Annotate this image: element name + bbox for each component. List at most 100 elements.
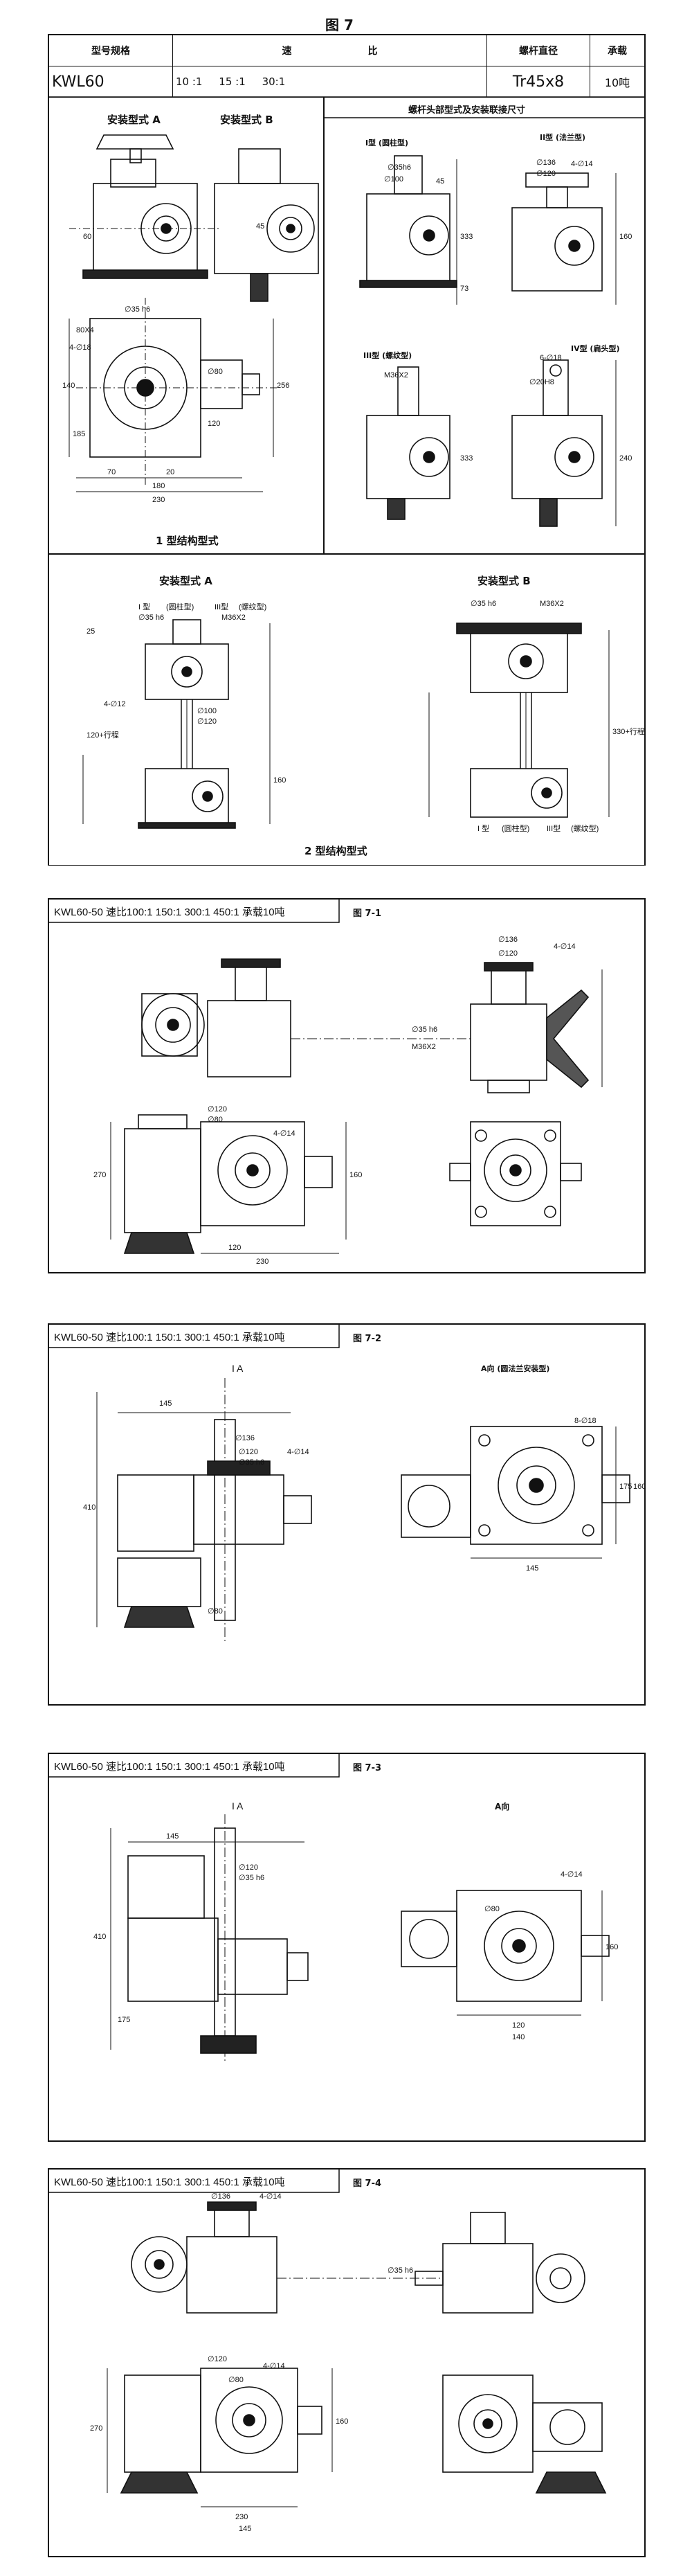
p1-dim-18: 140	[62, 382, 75, 390]
panel1-drawing: ∅35h6 ∅100 4-∅14 ∅136 ∅120 ∅35 h6 4-∅18 …	[62, 134, 632, 527]
p1-dim-8: M36X2	[384, 371, 408, 379]
p2-dim-18: (螺纹型)	[571, 823, 599, 833]
p5-dim-3: 145	[166, 1832, 179, 1841]
p1-a-neck	[110, 159, 156, 188]
p4-dim-7: 175	[619, 1483, 632, 1491]
p3-dim-11: 270	[93, 1171, 106, 1179]
p4-dim-0: 410	[83, 1503, 95, 1512]
p3-dim-5: ∅120	[208, 1105, 227, 1113]
p6-dim-8: 230	[235, 2513, 248, 2521]
p6-dim-9: 145	[239, 2525, 251, 2533]
p2-dim-9: 25	[86, 627, 95, 636]
p2-dim-12: ∅35 h6	[471, 600, 496, 608]
p1-dim-20: 256	[277, 382, 289, 390]
p5-dim-1: ∅35 h6	[239, 1874, 264, 1882]
panel6-fig-no: 图 7-4	[353, 2179, 382, 2189]
panel5-fig-no: 图 7-3	[353, 1763, 382, 1773]
p1-dim-11: 333	[460, 233, 473, 241]
p2-dim-13: M36X2	[540, 600, 564, 608]
p4-dim-3: 4-∅14	[287, 1448, 309, 1456]
p1-dim-13: 73	[460, 285, 468, 293]
spec-header-load: 承载	[590, 35, 645, 66]
p4-dim-1: 145	[159, 1399, 172, 1408]
p1-dim-7: ∅80	[208, 368, 223, 376]
p4-dim-6: 145	[526, 1564, 538, 1573]
p3-dim-7: 4-∅14	[273, 1129, 295, 1138]
p4-dim-9: ∅80	[208, 1607, 223, 1616]
panel1-type-ii: II型 (法兰型)	[540, 133, 586, 142]
p4-dim-5: ∅35 h6	[239, 1458, 264, 1467]
p2-dim-6: 4-∅12	[104, 700, 126, 708]
panel2-drawing: I 型 (圆柱型) III型 (螺纹型) ∅35 h6 M36X2 4-∅12 …	[82, 600, 645, 833]
panel3-fig-no: 图 7-1	[353, 909, 382, 919]
p1-dim-10: 45	[436, 177, 444, 186]
p3-dim-8: 120	[228, 1244, 241, 1252]
panel5-view-a: I A	[232, 1800, 244, 1812]
p2-dim-15: I 型	[477, 823, 489, 833]
p3-dim-4: M36X2	[412, 1043, 436, 1051]
p2-b-lower	[470, 768, 568, 818]
p3-dim-3: ∅35 h6	[412, 1026, 437, 1034]
panel5-header: KWL60-50 速比100:1 150:1 300:1 450:1 承载10吨	[54, 1761, 285, 1773]
p1-dim-16: 180	[152, 482, 165, 490]
p1-dim-25: 60	[83, 233, 91, 241]
p2-dim-3: (螺纹型)	[239, 602, 266, 611]
spec-table: 型号规格 速比 螺杆直径 承载 KWL60 10 :1 15 :1 30:1 T…	[48, 35, 645, 98]
p2-dim-10: 120+行程	[86, 731, 119, 740]
p2-dim-8: ∅120	[197, 717, 217, 726]
p2-dim-17: III型	[547, 823, 561, 833]
panel1-right-title: 螺杆头部型式及安装联接尺寸	[408, 105, 526, 116]
panel1-type-iv: IV型 (扁头型)	[571, 344, 620, 353]
p5-dim-2: 410	[93, 1933, 106, 1941]
p1-dim-3: ∅136	[536, 159, 556, 167]
p2-dim-14: 330+行程	[612, 727, 645, 736]
p6-gearbox	[186, 2236, 277, 2314]
p3-dim-9: 230	[256, 1258, 268, 1266]
p6-dim-4: 4-∅14	[263, 2362, 285, 2370]
p3-dim-2: ∅120	[498, 949, 518, 958]
spec-model: KWL60	[48, 66, 173, 98]
p2-dim-5: M36X2	[221, 614, 246, 622]
panel1-install-b: 安装型式 B	[220, 114, 273, 126]
p1-dim-22: 80X4	[76, 326, 94, 334]
panel6-header: KWL60-50 速比100:1 150:1 300:1 450:1 承载10吨	[54, 2176, 285, 2188]
p1-dim-1: ∅100	[384, 175, 403, 184]
p3-dim-1: 4-∅14	[554, 942, 576, 951]
p1-dim-17: 230	[152, 496, 165, 504]
p1-dim-6: 4-∅18	[69, 343, 91, 352]
p5-dim-4: 175	[118, 2016, 130, 2024]
p2-dim-1: (圆柱型)	[166, 602, 194, 611]
p1-dim-14: 70	[107, 468, 116, 476]
p2-dim-16: (圆柱型)	[502, 823, 529, 833]
panel1-caption: 1 型结构型式	[156, 535, 219, 547]
p4-dim-2: ∅136	[235, 1434, 255, 1442]
p1-dim-0: ∅35h6	[388, 163, 411, 172]
p1-dim-26: 333	[460, 454, 473, 463]
p1-dim-24: 185	[73, 430, 85, 438]
p6-dim-1: 4-∅14	[260, 2192, 282, 2201]
p6-dim-2: ∅120	[208, 2355, 227, 2363]
p1-dim-15: 20	[166, 468, 174, 476]
p3-dim-6: ∅80	[208, 1116, 223, 1124]
panel4-header: KWL60-50 速比100:1 150:1 300:1 450:1 承载10吨	[54, 1332, 285, 1343]
p6-dim-5: ∅80	[228, 2376, 244, 2384]
p1-dim-9: ∅20H8	[529, 378, 554, 386]
p5-dim-0: ∅120	[239, 1863, 258, 1872]
panel2-caption: 2 型结构型式	[304, 845, 367, 857]
spec-screw: Tr45x8	[486, 66, 590, 98]
spec-header-model: 型号规格	[48, 35, 173, 66]
p6-dim-7: 270	[90, 2424, 102, 2433]
spec-header-screw: 螺杆直径	[486, 35, 590, 66]
panel2-install-a: 安装型式 A	[159, 575, 212, 587]
p5-dim-8: 140	[512, 2033, 525, 2041]
p2-dim-4: ∅35 h6	[138, 614, 164, 622]
panel4-fig-no: 图 7-2	[353, 1334, 382, 1344]
